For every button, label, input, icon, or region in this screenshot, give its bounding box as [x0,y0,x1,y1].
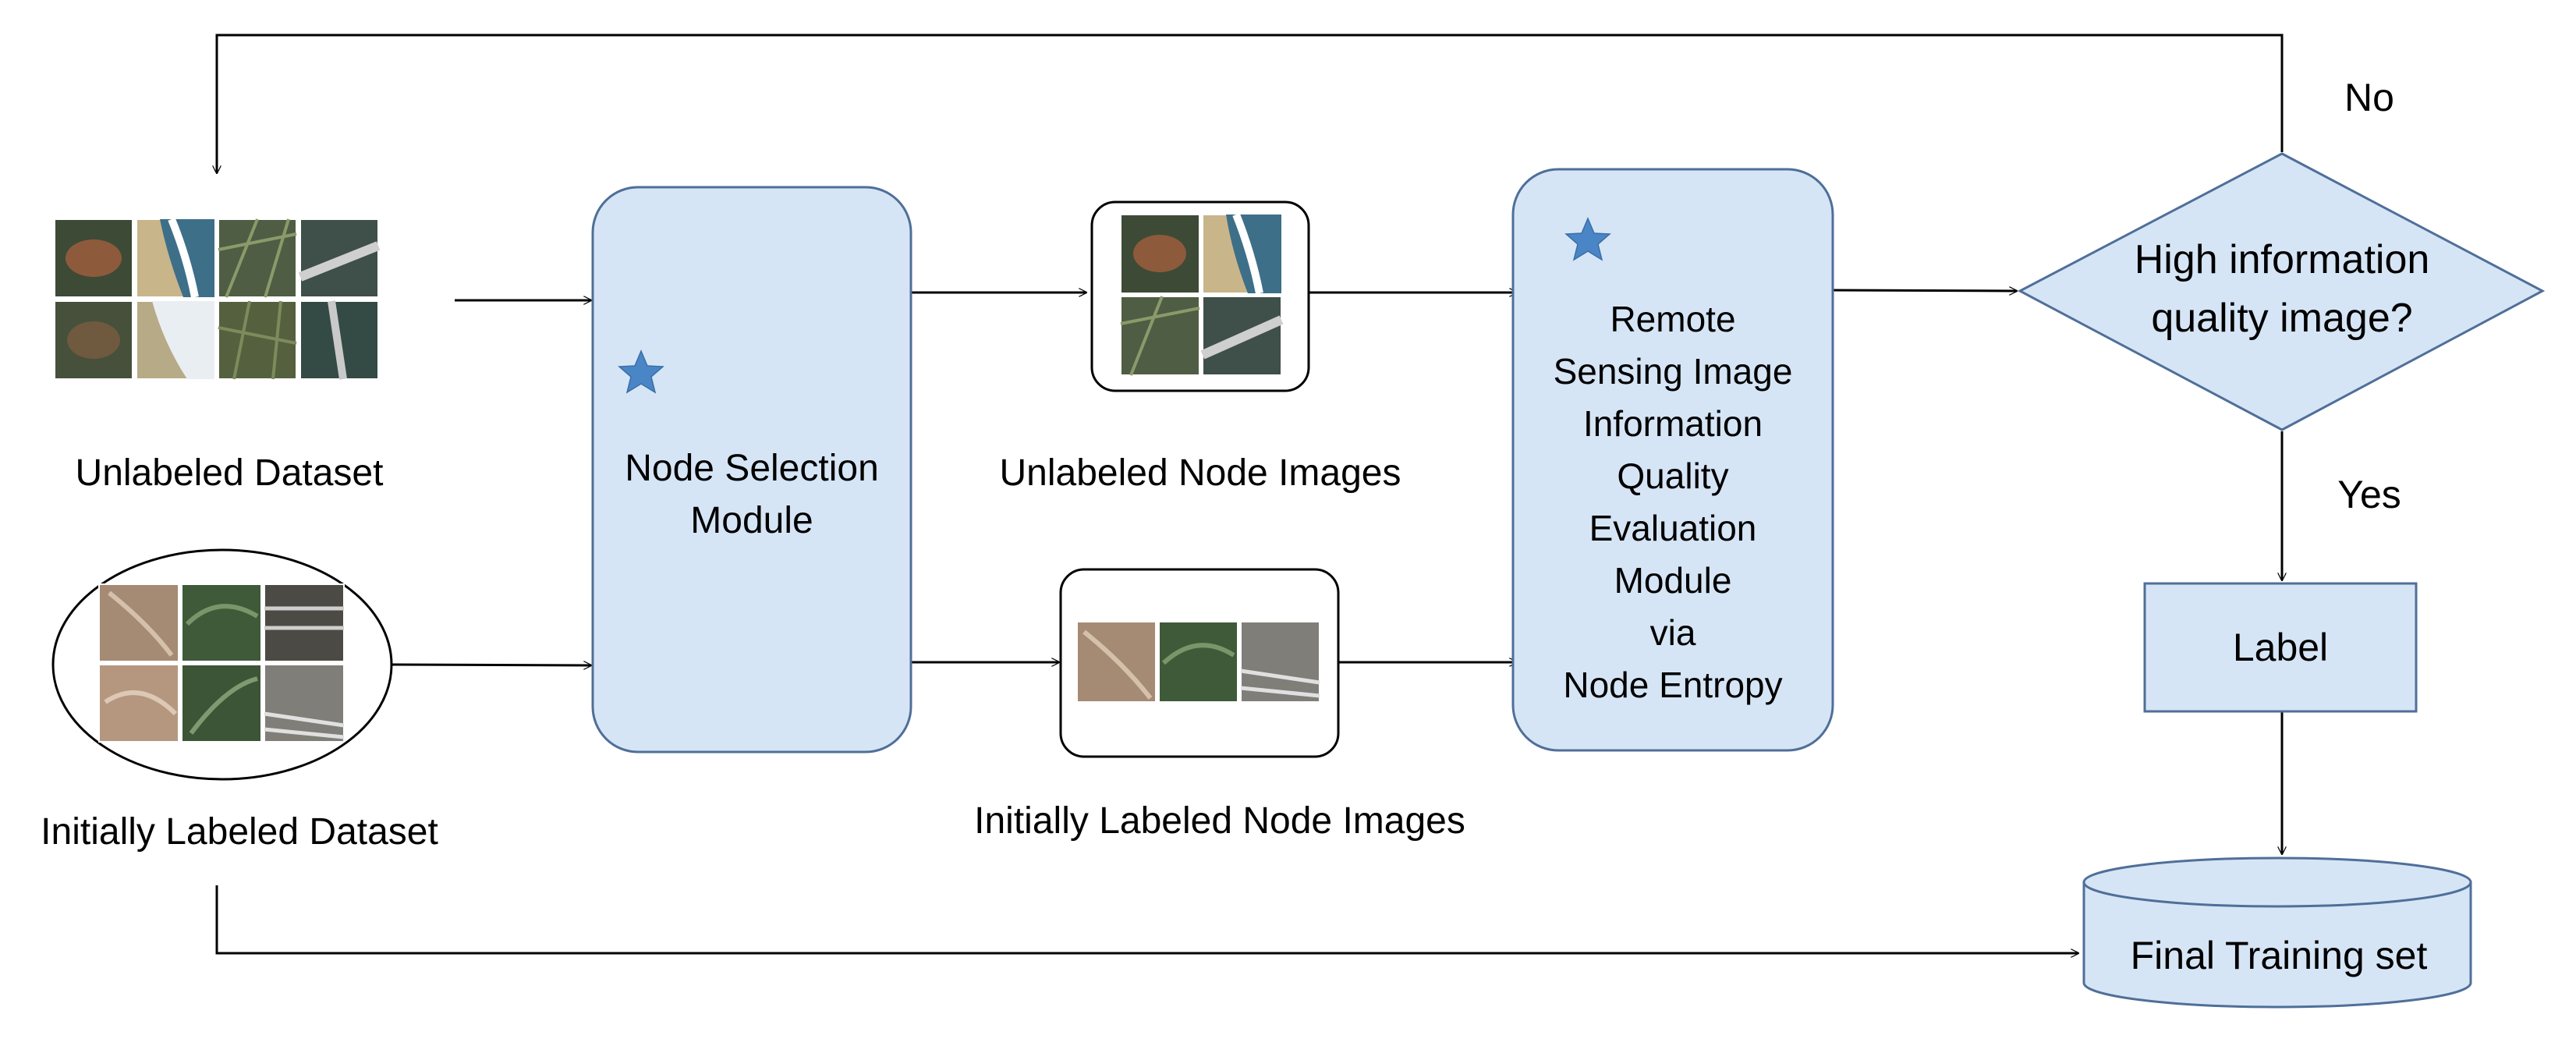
evaluation-label-line: Remote [1610,299,1735,339]
evaluation-label-line: Evaluation [1589,508,1757,548]
evaluation-label-line: Module [1614,560,1732,601]
initially-labeled-node-images [1076,621,1320,703]
evaluation-label-line: Sensing Image [1554,351,1793,392]
decision-label-line1: High information [2135,237,2430,282]
unlabeled-node-images-label: Unlabeled Node Images [1000,452,1401,494]
edge-labeled-dataset-to-training [215,885,2078,953]
evaluation-label-line: Node Entropy [1563,665,1782,705]
no-label: No [2344,76,2394,119]
evaluation-label-line: Information [1583,403,1763,444]
star-icon [1564,217,1611,261]
star-icon [618,349,664,394]
initially-labeled-dataset-images [98,583,345,743]
node-selection-label-line2: Module [690,500,813,541]
edge-eval-to-decision [1832,290,2017,291]
evaluation-label: Remote Sensing Image Information Quality… [1554,299,1793,705]
evaluation-label-line: via [1650,612,1696,653]
decision-diamond [2017,152,2546,431]
node-selection-label-line1: Node Selection [625,448,879,489]
decision-label-line2: quality image? [2151,296,2412,341]
edge-feedback-no [217,34,2284,173]
yes-label: Yes [2337,473,2401,516]
information-quality-evaluation-module [1511,168,1834,752]
unlabeled-node-images [1120,213,1284,376]
final-training-set-label: Final Training set [2131,934,2428,977]
evaluation-label-line: Quality [1617,456,1728,496]
initially-labeled-dataset-label: Initially Labeled Dataset [41,811,438,853]
node-selection-module [591,186,912,754]
final-training-set-cylinder [2082,856,2472,1009]
initially-labeled-node-images-label: Initially Labeled Node Images [974,800,1465,842]
label-box [2143,582,2418,713]
unlabeled-dataset-images [54,218,381,380]
unlabeled-dataset-label: Unlabeled Dataset [76,452,384,494]
label-box-text: Label [2233,626,2328,669]
